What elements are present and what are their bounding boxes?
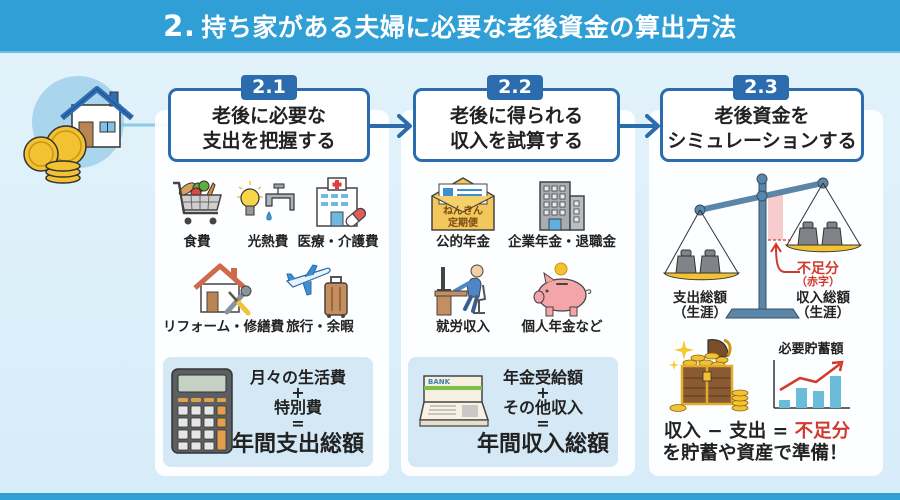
calculator-icon (171, 368, 233, 454)
desk-worker-icon (434, 264, 487, 316)
sparkle-icon (669, 340, 694, 370)
formula-operator-plus: + (291, 383, 305, 402)
step-header-2-3: 老後資金を シミュレーションする (660, 88, 864, 162)
formula-term: 特別費 (273, 398, 322, 417)
chart-bar (796, 388, 807, 408)
suitcase-icon (324, 276, 348, 318)
section-number: 2. (163, 8, 196, 43)
step-title-line: 支出を把握する (202, 130, 336, 152)
piggy-bank-icon (533, 262, 592, 317)
arrow-right-icon (368, 114, 412, 138)
deficit-arrow (775, 245, 800, 273)
bankbook-label: BANK (428, 378, 451, 386)
pension-letter-text: ねんきん (443, 205, 483, 217)
scale-left-sublabel: （生涯） (673, 305, 727, 321)
scale-left-label: 支出総額 (673, 290, 727, 306)
conclusion-text: を貯蓄や資産で準備！ (662, 443, 848, 464)
formula-term: 月々の生活費 (249, 368, 346, 387)
bankbook-icon: BANK (419, 375, 490, 427)
office-building-icon (539, 181, 585, 231)
deficit-label: 不足分 (797, 261, 839, 277)
formula-operator-equals: = (291, 414, 305, 433)
formula-term: 年金受給額 (502, 368, 583, 387)
balance-scale-icon (662, 173, 863, 319)
expense-item-label: 旅行・余暇 (286, 319, 354, 335)
pension-letter-icon: ねんきん 定期便 (431, 177, 495, 231)
step-badge: 2.2 (487, 75, 543, 100)
step-title-line: シミュレーションする (667, 130, 857, 152)
conclusion-formula: 収入 − 支出 = 不足分 (642, 421, 872, 443)
wrench-screwdriver-icon (224, 285, 252, 316)
treasure-chest-icon (669, 338, 749, 412)
step-badge: 2.3 (733, 75, 789, 100)
step-header-2-1: 老後に必要な 支出を把握する (168, 88, 370, 162)
airplane-suitcase-icon (285, 264, 348, 318)
expense-item-label: リフォーム・修繕費 (163, 319, 285, 335)
scale-right-label: 収入総額 (796, 290, 850, 306)
income-item-label: 企業年金・退職金 (508, 234, 616, 250)
chart-bar (779, 400, 790, 408)
pill-icon (345, 207, 366, 227)
formula-operator-equals: = (536, 414, 550, 433)
shopping-cart-icon (173, 180, 222, 225)
chart-bar (830, 376, 841, 408)
page-title: 持ち家がある夫婦に必要な老後資金の算出方法 (201, 12, 737, 42)
income-item-label: 個人年金など (521, 319, 603, 335)
formula-result: 年間収入総額 (476, 432, 609, 457)
step-title-line: 老後資金を (714, 105, 810, 127)
formula-operator-plus: + (536, 383, 550, 402)
savings-chart-label: 必要貯蓄額 (778, 342, 844, 357)
income-item-label: 公的年金 (436, 234, 490, 250)
step-header-2-2: 老後に得られる 収入を試算する (413, 88, 620, 162)
conclusion-deficit-highlight: 不足分 (794, 421, 851, 442)
pension-letter-text: 定期便 (448, 216, 479, 229)
expense-item-label: 食費 (183, 234, 211, 250)
conclusion-equation: 収入 − 支出 = (663, 421, 795, 442)
rising-bar-chart-icon (773, 360, 850, 409)
scale-right-sublabel: （生涯） (796, 305, 850, 321)
house-with-coins-icon (23, 76, 170, 184)
hospital-icon (316, 177, 366, 227)
bottom-bar (0, 493, 900, 500)
house-repair-icon (193, 263, 252, 316)
formula-term: その他収入 (502, 398, 583, 417)
expense-item-label: 医療・介護費 (297, 234, 379, 250)
deficit-sublabel: （赤字） (796, 275, 840, 288)
chart-bar (813, 391, 824, 408)
step-title-line: 収入を試算する (449, 130, 583, 152)
step-badge: 2.1 (241, 75, 297, 100)
income-item-label: 就労収入 (436, 319, 490, 335)
light-bulb-faucet-icon (237, 181, 295, 221)
coins-icon (23, 125, 87, 184)
expense-item-label: 光熱費 (247, 234, 289, 250)
trend-arrow (779, 363, 841, 392)
faucet-icon (265, 183, 295, 221)
right-pan (784, 182, 863, 253)
formula-result: 年間支出総額 (231, 432, 364, 457)
left-pan (662, 209, 741, 281)
step-title-line: 老後に必要な (211, 105, 326, 127)
title-bar: 2. 持ち家がある夫婦に必要な老後資金の算出方法 (0, 0, 900, 53)
airplane-icon (285, 264, 331, 296)
arrow-right-icon (618, 114, 660, 138)
step-title-line: 老後に得られる (449, 105, 583, 127)
deficit-gap-highlight (768, 195, 783, 240)
